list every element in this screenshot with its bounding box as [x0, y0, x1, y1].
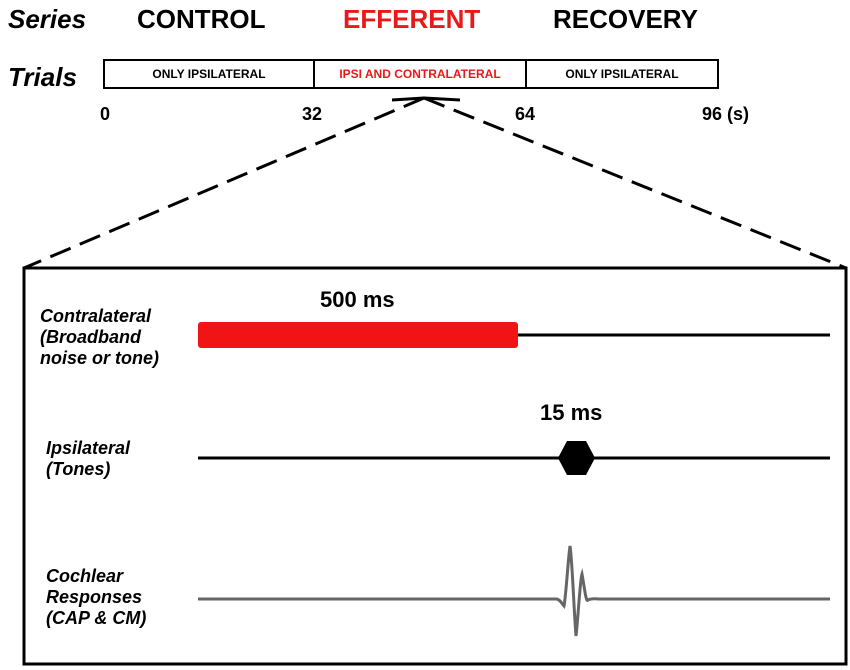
trials-timeline: ONLY IPSILATERAL IPSI AND CONTRALATERAL … [104, 60, 718, 88]
trials-row-label: Trials [8, 62, 77, 92]
zoom-line-left [23, 96, 425, 270]
detail-panel-frame [22, 266, 848, 666]
series-efferent: EFFERENT [343, 4, 481, 34]
trials-box-outline [103, 59, 719, 89]
ipsilateral-tone-marker [558, 441, 595, 475]
trial-efferent: IPSI AND CONTRALATERAL [339, 67, 501, 81]
trial-control: ONLY IPSILATERAL [152, 67, 266, 81]
tick-32: 32 [302, 104, 323, 124]
zoom-line-right [423, 96, 847, 270]
series-row-label: Series [8, 4, 87, 34]
series-recovery: RECOVERY [553, 4, 698, 34]
contralateral-noise-bar [198, 322, 518, 348]
tick-0: 0 [100, 104, 111, 124]
tick-96: 96 (s) [702, 104, 750, 124]
trial-recovery: ONLY IPSILATERAL [565, 67, 679, 81]
contralateral-label: Contralateral (Broadband noise or tone) [40, 306, 160, 368]
cochlear-response-trace [198, 545, 830, 637]
ipsilateral-label: Ipsilateral (Tones) [46, 438, 131, 479]
cochlear-label: Cochlear Responses (CAP & CM) [46, 566, 147, 628]
tick-64: 64 [515, 104, 536, 124]
ipsilateral-duration: 15 ms [540, 400, 603, 425]
series-control: CONTROL [137, 4, 266, 34]
contralateral-duration: 500 ms [320, 287, 395, 312]
